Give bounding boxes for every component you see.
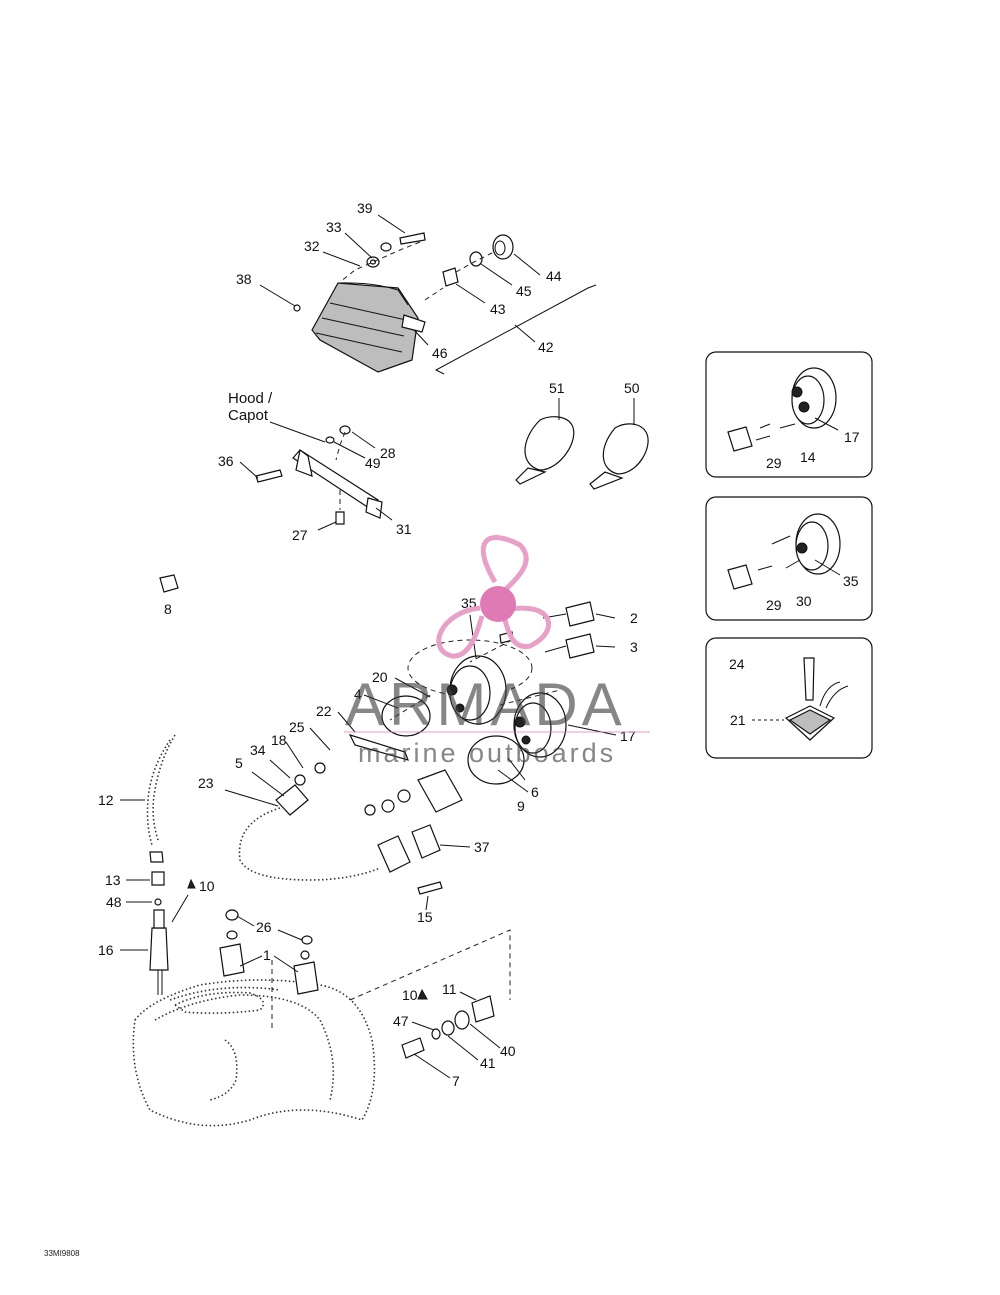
callout-22: 22 bbox=[316, 703, 332, 719]
callout-23: 23 bbox=[198, 775, 214, 791]
callout-9: 9 bbox=[517, 798, 525, 814]
bracket-22 bbox=[348, 734, 409, 761]
callout-13: 13 bbox=[105, 872, 121, 888]
callout-25: 25 bbox=[289, 719, 305, 735]
hood-label-line2: Capot bbox=[228, 407, 269, 424]
callout-45: 45 bbox=[516, 283, 532, 299]
callout-49: 49 bbox=[365, 455, 381, 471]
watermark-tagline: marine outboards bbox=[358, 738, 616, 768]
propeller-logo-icon bbox=[436, 535, 551, 659]
callout-6: 6 bbox=[531, 784, 539, 800]
callout-39: 39 bbox=[357, 200, 373, 216]
console-outline bbox=[132, 909, 511, 1127]
inset-box-17 bbox=[705, 351, 873, 478]
callout-42: 42 bbox=[538, 339, 554, 355]
callout-2: 2 bbox=[630, 610, 638, 626]
callout-8: 8 bbox=[164, 601, 172, 617]
callout-12: 12 bbox=[98, 792, 114, 808]
callout-37: 37 bbox=[474, 839, 490, 855]
callout-20: 20 bbox=[372, 669, 388, 685]
propeller-hub-icon bbox=[480, 586, 516, 622]
document-code: 33MI9808 bbox=[44, 1249, 80, 1258]
bezel-44 bbox=[492, 234, 514, 260]
callout-31: 31 bbox=[396, 521, 412, 537]
callout-50: 50 bbox=[624, 380, 640, 396]
callout-21: 21 bbox=[730, 712, 746, 728]
callout-46: 46 bbox=[432, 345, 448, 361]
callout-24: 24 bbox=[729, 656, 745, 672]
callout-51: 51 bbox=[549, 380, 565, 396]
callout-40: 40 bbox=[500, 1043, 516, 1059]
inset-box-35 bbox=[705, 496, 873, 621]
callout-1: 1 bbox=[263, 947, 271, 963]
callout-44: 44 bbox=[546, 268, 562, 284]
hood-bracket bbox=[239, 421, 393, 531]
callout-33: 33 bbox=[326, 219, 342, 235]
screw-39 bbox=[399, 232, 426, 245]
callout-15: 15 bbox=[417, 909, 433, 925]
callout-14: 14 bbox=[800, 449, 816, 465]
callout-35-box: 35 bbox=[843, 573, 859, 589]
clip-8 bbox=[159, 574, 179, 593]
watermark-brand: ARMADA bbox=[345, 671, 626, 738]
callout-48: 48 bbox=[106, 894, 122, 910]
callout-36: 36 bbox=[218, 453, 234, 469]
light-assembly bbox=[259, 214, 597, 375]
callout-10-b: 10 bbox=[402, 987, 418, 1003]
callout-18: 18 bbox=[271, 732, 287, 748]
callout-27: 27 bbox=[292, 527, 308, 543]
sender-assembly bbox=[120, 734, 196, 995]
callout-labels: 39 33 32 38 44 45 43 46 42 51 50 Hood / … bbox=[44, 200, 860, 1258]
callout-16: 16 bbox=[98, 942, 114, 958]
callout-28: 28 bbox=[380, 445, 396, 461]
callout-10: 10 bbox=[199, 878, 215, 894]
cable-ties bbox=[515, 398, 649, 490]
callout-5: 5 bbox=[235, 755, 243, 771]
callout-3: 3 bbox=[630, 639, 638, 655]
callout-4: 4 bbox=[354, 686, 362, 702]
inset-box-21 bbox=[705, 637, 873, 759]
callout-41: 41 bbox=[480, 1055, 496, 1071]
callout-17-box: 17 bbox=[844, 429, 860, 445]
callout-47: 47 bbox=[393, 1013, 409, 1029]
callout-43: 43 bbox=[490, 301, 506, 317]
gauge-assembly bbox=[224, 601, 617, 911]
callout-29-box2: 29 bbox=[766, 597, 782, 613]
callout-38: 38 bbox=[236, 271, 252, 287]
hood-label-line1: Hood / bbox=[228, 390, 273, 407]
callout-29-box1: 29 bbox=[766, 455, 782, 471]
callout-26: 26 bbox=[256, 919, 272, 935]
callout-30: 30 bbox=[796, 593, 812, 609]
callout-11: 11 bbox=[442, 981, 457, 997]
callout-7: 7 bbox=[452, 1073, 460, 1089]
callout-32: 32 bbox=[304, 238, 320, 254]
armada-watermark: ARMADA marine outboards bbox=[344, 535, 650, 768]
callout-34: 34 bbox=[250, 742, 266, 758]
